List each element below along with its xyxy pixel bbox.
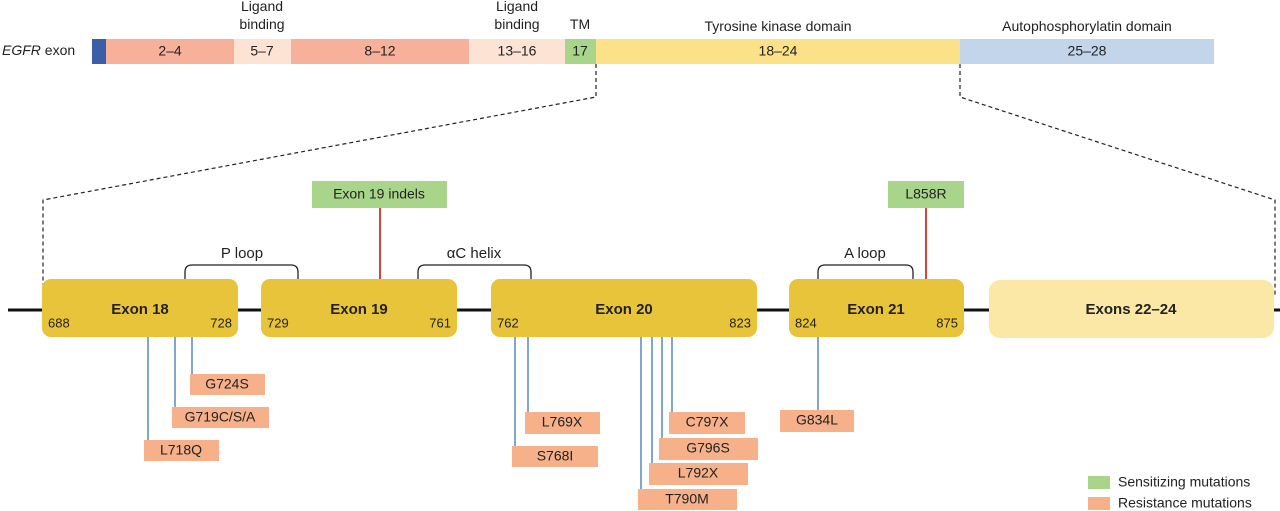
domain-label-ligand-binding-2a: Ligand	[496, 0, 538, 14]
exon-18-start: 688	[48, 315, 70, 330]
g796s-label: G796S	[686, 440, 730, 456]
exon-19-start: 729	[267, 315, 289, 330]
segment-label-5-7: 5–7	[250, 43, 274, 59]
exon-18-label: Exon 18	[111, 301, 169, 318]
t790m-box	[638, 489, 737, 510]
structure-brackets	[184, 264, 914, 280]
domain-label-ligand-binding-1b: binding	[239, 16, 284, 32]
zoom-line-right	[959, 64, 1276, 295]
exon-20-box	[491, 279, 757, 337]
ac-helix-bracket	[417, 264, 532, 280]
l858r-box	[888, 181, 964, 208]
l718q-label: L718Q	[160, 442, 202, 458]
l718q-box	[144, 440, 219, 461]
l792x-label: L792X	[678, 465, 719, 481]
ac-helix-label: αC helix	[447, 245, 502, 262]
p-loop-bracket	[184, 264, 299, 280]
exon-20-start: 762	[497, 315, 519, 330]
domain-label-autophosphorylation: Autophosphorylatin domain	[1002, 18, 1172, 34]
legend: Sensitizing mutations Resistance mutatio…	[1088, 474, 1252, 511]
exon-bar-row: EGFR exon 2–4 5–7 8–12 13–16 17 18–24 25…	[2, 0, 1214, 64]
exons-22-24-label: Exons 22–24	[1086, 301, 1178, 318]
segment-5-7	[234, 39, 291, 64]
segment-label-2-4: 2–4	[158, 43, 182, 59]
segment-label-13-16: 13–16	[498, 43, 537, 59]
legend-sensitizing-swatch	[1088, 476, 1110, 489]
exon-boxes: Exon 18 Exon 19 Exon 20 Exon 21 Exons 22…	[42, 279, 1274, 338]
zoom-line-left	[42, 64, 597, 285]
exon-21-end: 875	[936, 315, 958, 330]
t790m-label: T790M	[665, 491, 709, 507]
segment-2-4	[106, 39, 234, 64]
l769x-box	[525, 412, 600, 434]
p-loop-label: P loop	[221, 245, 263, 262]
domain-label-tyrosine-kinase: Tyrosine kinase domain	[704, 18, 851, 34]
segment-signal	[92, 39, 106, 64]
segment-label-25-28: 25–28	[1068, 43, 1107, 59]
legend-sensitizing-label: Sensitizing mutations	[1118, 474, 1250, 490]
exon-19-end: 761	[429, 315, 451, 330]
domain-label-ligand-binding-2b: binding	[494, 16, 539, 32]
sensitizing-mutations: Exon 19 indels L858R	[312, 181, 964, 279]
s768i-label: S768I	[537, 448, 574, 464]
resistance-mutations	[144, 374, 854, 510]
g834l-box	[780, 410, 854, 432]
g719x-box	[172, 407, 269, 428]
g724s-box	[190, 374, 265, 395]
domain-label-tm: TM	[570, 16, 590, 32]
c797x-label: C797X	[686, 414, 729, 430]
a-loop-bracket	[817, 264, 914, 280]
segment-17	[565, 39, 596, 64]
exon-18-end: 728	[210, 315, 232, 330]
legend-resistance-label: Resistance mutations	[1118, 495, 1252, 511]
exon-20-end: 823	[729, 315, 751, 330]
legend-resistance-swatch	[1088, 497, 1110, 510]
exon19-indels-label: Exon 19 indels	[333, 186, 425, 202]
g719x-label: G719C/S/A	[185, 409, 256, 425]
domain-label-ligand-binding-1a: Ligand	[241, 0, 283, 14]
segment-18-24	[596, 39, 960, 64]
zoom-lines	[42, 64, 1276, 295]
exon-row-label: EGFR exon	[2, 42, 75, 58]
exon-19-label: Exon 19	[330, 301, 388, 318]
l792x-box	[649, 463, 748, 485]
exon-21-label: Exon 21	[847, 301, 905, 318]
l769x-label: L769X	[542, 414, 583, 430]
segment-label-8-12: 8–12	[364, 43, 395, 59]
l858r-label: L858R	[905, 186, 946, 202]
exon-21-start: 824	[795, 315, 817, 330]
resistance-labels: G724S G719C/S/A L718Q L769X S768I C797X …	[160, 376, 838, 507]
exons-22-24-box	[989, 280, 1274, 338]
exon-20-label: Exon 20	[595, 301, 653, 318]
a-loop-label: A loop	[844, 245, 886, 262]
exon-21-box	[789, 279, 964, 337]
exon-19-box	[261, 279, 457, 337]
segment-label-18-24: 18–24	[759, 43, 798, 59]
segment-25-28	[960, 39, 1214, 64]
g724s-label: G724S	[205, 376, 249, 392]
segment-13-16	[469, 39, 565, 64]
resistance-stems	[147, 337, 819, 489]
g834l-label: G834L	[796, 412, 838, 428]
g796s-box	[659, 438, 758, 460]
exon19-indels-box	[312, 181, 447, 208]
c797x-box	[669, 412, 745, 434]
segment-label-17: 17	[572, 43, 588, 59]
segment-8-12	[291, 39, 469, 64]
s768i-box	[512, 446, 598, 467]
exon-18-box	[42, 279, 238, 337]
